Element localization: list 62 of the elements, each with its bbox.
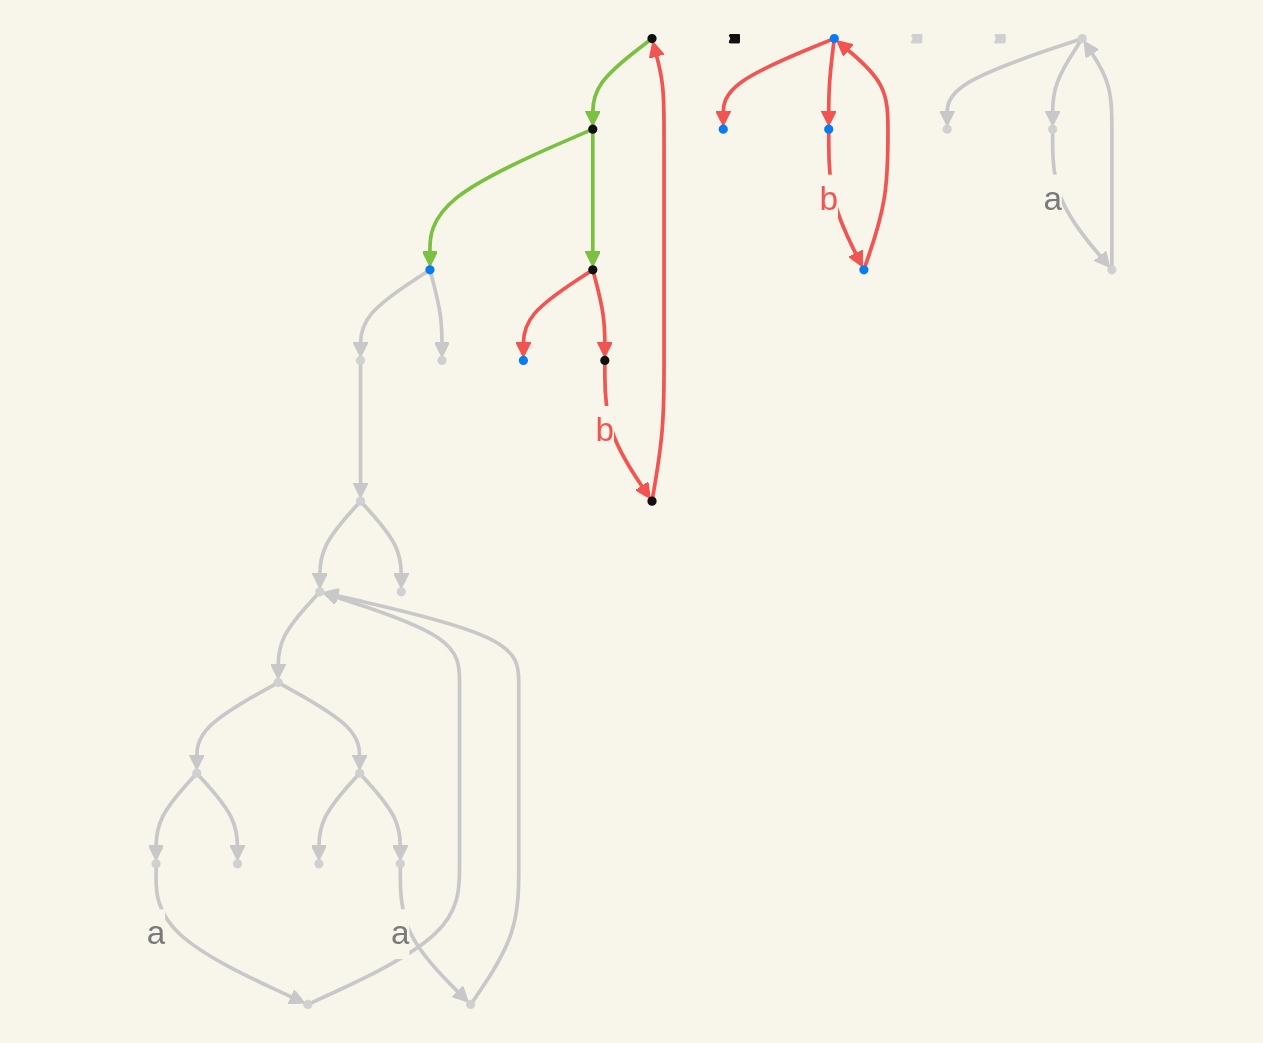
node-circle <box>829 33 840 44</box>
node-circle <box>942 124 953 134</box>
edge-label: b <box>819 180 839 218</box>
node-circle <box>824 124 834 134</box>
edge-label: b <box>595 411 615 449</box>
arrow <box>148 774 196 861</box>
arrow <box>836 40 891 267</box>
arrow <box>198 774 246 861</box>
arrow <box>323 587 521 1003</box>
node-circle <box>315 587 325 597</box>
arrow <box>939 37 1080 127</box>
arrow <box>270 593 319 680</box>
arrow <box>1083 40 1115 267</box>
node-circle <box>1077 33 1088 44</box>
node-circle <box>718 124 729 134</box>
arrow <box>398 867 470 1003</box>
node-circle <box>1048 124 1058 134</box>
node-circle <box>396 859 406 869</box>
arrow <box>310 589 462 1005</box>
edge-label: a <box>147 914 166 952</box>
arrow <box>154 867 306 1005</box>
arrow <box>429 272 451 358</box>
node-circle <box>356 355 366 366</box>
arrow <box>820 41 838 127</box>
node-circle <box>233 859 243 869</box>
arrow <box>280 682 369 771</box>
node-circle <box>647 33 657 44</box>
arrow <box>312 502 360 589</box>
arrow <box>361 502 410 589</box>
arrow <box>422 128 591 267</box>
arrow <box>1044 40 1083 127</box>
node-circle <box>303 999 313 1010</box>
node-circle <box>437 355 447 366</box>
node-circle <box>273 677 284 688</box>
node-circle <box>355 768 365 778</box>
edge-label: a <box>1043 180 1063 218</box>
node-circle <box>588 124 598 134</box>
node-circle <box>425 265 435 275</box>
arrow <box>188 682 277 771</box>
node-circle <box>1107 265 1117 275</box>
node-circle <box>314 859 324 869</box>
arrow <box>361 774 409 861</box>
node-circle <box>151 859 161 869</box>
arrow <box>352 364 369 499</box>
node-circle <box>600 355 610 366</box>
node-circle <box>356 496 366 506</box>
arrow <box>715 38 832 127</box>
node-circle <box>519 355 529 366</box>
node-circle <box>647 496 657 506</box>
arrow <box>649 41 667 498</box>
arrow <box>584 132 602 267</box>
node-circle <box>192 768 202 778</box>
edge-label: a <box>391 914 410 952</box>
arrow <box>311 774 359 861</box>
node-circle <box>396 587 407 597</box>
arrow <box>584 39 651 127</box>
arrow <box>352 270 429 358</box>
node-circle <box>588 265 598 275</box>
arrow <box>515 270 592 358</box>
arrow <box>592 272 614 358</box>
node-circle <box>859 265 869 275</box>
node-circle <box>466 999 476 1010</box>
